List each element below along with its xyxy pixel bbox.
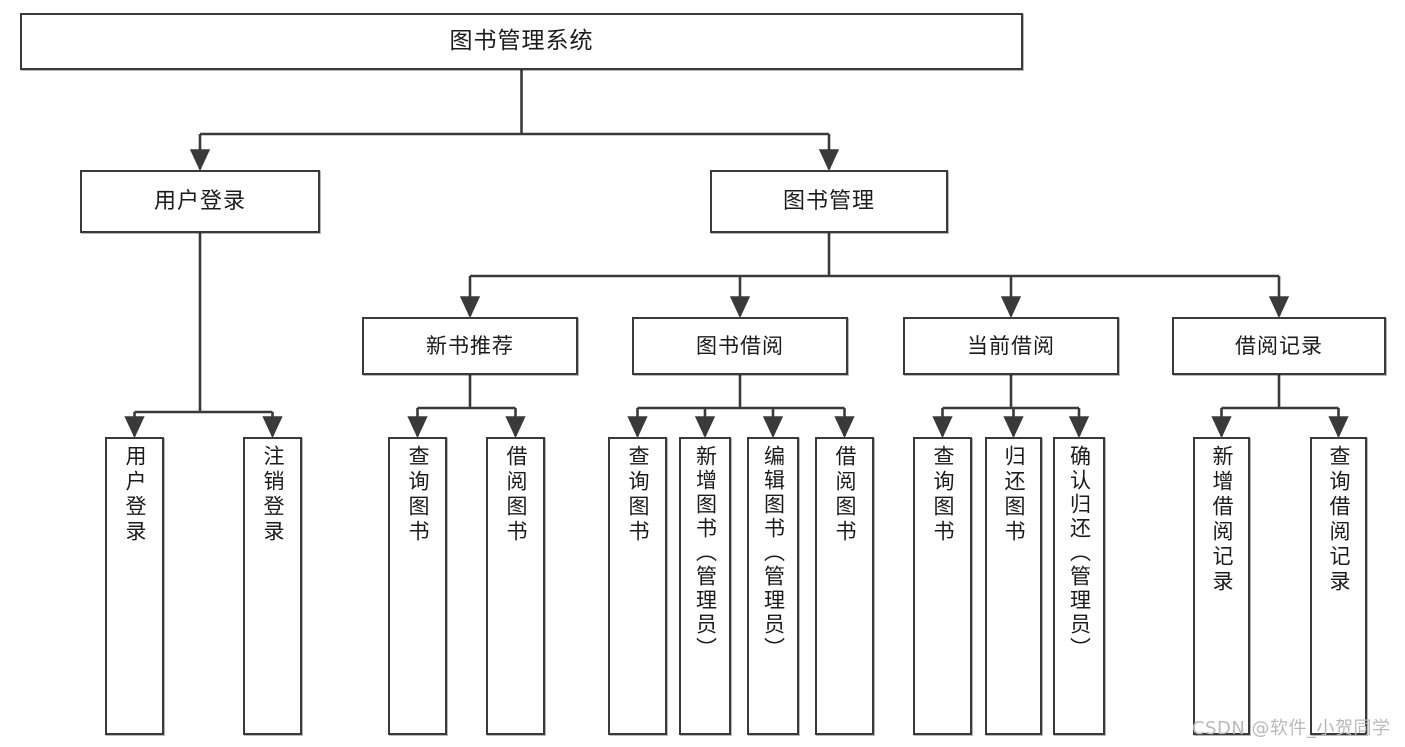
node-label: 图书借阅 [696, 333, 784, 358]
node-label: 注销登录 [261, 445, 285, 545]
node-label: 查询借阅记录 [1327, 445, 1351, 595]
node-label: 编辑图书（管理员） [761, 445, 786, 661]
node-borrow[interactable]: 图书借阅 [632, 317, 848, 375]
node-leaf-6[interactable]: 新增图书（管理员） [679, 437, 731, 735]
node-login[interactable]: 用户登录 [80, 170, 320, 233]
node-label: 查询图书 [626, 445, 650, 545]
node-label: 借阅图书 [833, 445, 857, 545]
node-leaf-5[interactable]: 查询图书 [608, 437, 667, 735]
node-leaf-13[interactable]: 查询借阅记录 [1310, 437, 1367, 735]
node-records[interactable]: 借阅记录 [1172, 317, 1386, 375]
node-leaf-11[interactable]: 确认归还（管理员） [1053, 437, 1105, 735]
node-label: 确认归还（管理员） [1067, 445, 1092, 661]
node-label: 查询图书 [931, 445, 955, 545]
node-leaf-8[interactable]: 借阅图书 [815, 437, 874, 735]
node-label: 借阅图书 [504, 445, 528, 545]
node-label: 新增借阅记录 [1210, 445, 1234, 595]
node-label: 用户登录 [123, 445, 147, 545]
node-newbooks[interactable]: 新书推荐 [362, 317, 578, 375]
node-leaf-4[interactable]: 借阅图书 [486, 437, 545, 735]
node-leaf-3[interactable]: 查询图书 [388, 437, 447, 735]
node-leaf-12[interactable]: 新增借阅记录 [1193, 437, 1250, 735]
node-current[interactable]: 当前借阅 [903, 317, 1119, 375]
node-root[interactable]: 图书管理系统 [20, 13, 1023, 70]
node-leaf-2[interactable]: 注销登录 [243, 437, 302, 735]
node-label: 图书管理 [782, 188, 875, 214]
node-bookmgmt[interactable]: 图书管理 [710, 170, 948, 233]
node-leaf-10[interactable]: 归还图书 [985, 437, 1042, 735]
node-label: 新书推荐 [426, 333, 514, 358]
watermark-label: CSDN @软件_小贺同学 [1192, 718, 1391, 739]
node-leaf-7[interactable]: 编辑图书（管理员） [747, 437, 799, 735]
node-label: 查询图书 [406, 445, 430, 545]
node-label: 图书管理系统 [449, 28, 594, 55]
node-leaf-9[interactable]: 查询图书 [913, 437, 972, 735]
node-label: 借阅记录 [1235, 333, 1323, 358]
node-label: 用户登录 [153, 188, 246, 214]
node-label: 归还图书 [1002, 445, 1026, 545]
node-label: 当前借阅 [967, 333, 1055, 358]
node-label: 新增图书（管理员） [693, 445, 718, 661]
node-leaf-1[interactable]: 用户登录 [105, 437, 164, 735]
